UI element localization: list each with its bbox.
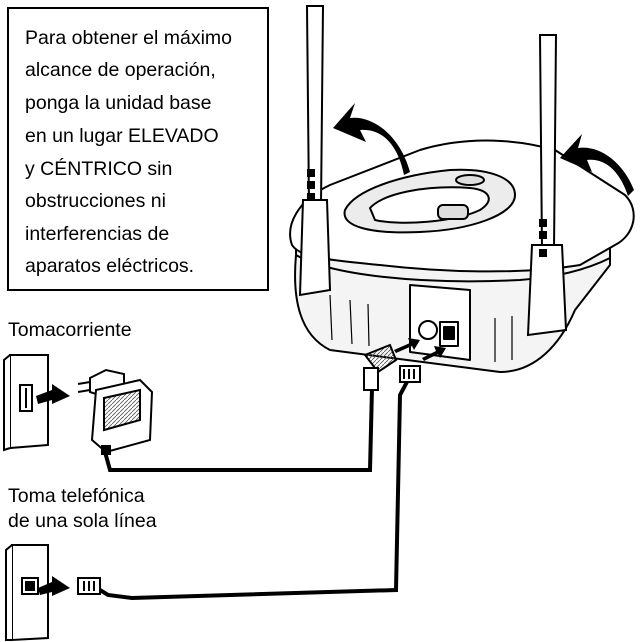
- instruction-line: interferencias de: [25, 223, 170, 245]
- phone-jack-label-line1: Toma telefónica: [8, 485, 145, 507]
- power-outlet: [3, 354, 49, 452]
- instruction-line: ponga la unidad base: [25, 92, 212, 114]
- instruction-line: en un lugar ELEVADO: [25, 125, 219, 147]
- raise-antenna-arrow-left: [333, 103, 410, 175]
- phone-jack-label-line2: de una sola línea: [8, 510, 157, 532]
- placement-instructions-box: Para obtener el máximo alcance de operac…: [7, 7, 269, 291]
- dc-plug: [363, 343, 398, 391]
- instruction-line: obstrucciones ni: [25, 190, 166, 212]
- left-antenna: [298, 5, 332, 297]
- phone-jack: [5, 544, 49, 642]
- outlet-label: Tomacorriente: [8, 319, 132, 341]
- raise-antenna-arrow-right: [560, 134, 634, 196]
- base-unit: [289, 139, 635, 373]
- instruction-line: y CÉNTRICO sin: [25, 158, 173, 180]
- instruction-line: alcance de operación,: [25, 59, 216, 81]
- ac-adaptor-cord: [103, 387, 374, 472]
- insert-arrow-dc: [394, 338, 420, 353]
- jack-insert-arrow: [38, 576, 70, 596]
- insert-arrow-line: [422, 346, 446, 361]
- outlet-insert-arrow: [36, 384, 70, 404]
- modular-plug-base: [399, 365, 421, 383]
- right-antenna: [526, 34, 568, 337]
- ac-adaptor: [77, 368, 154, 455]
- telephone-line-cord: [98, 379, 410, 601]
- instruction-line: Para obtener el máximo: [25, 27, 233, 49]
- modular-plug-wall: [77, 577, 101, 595]
- instruction-line: aparatos eléctricos.: [25, 255, 195, 277]
